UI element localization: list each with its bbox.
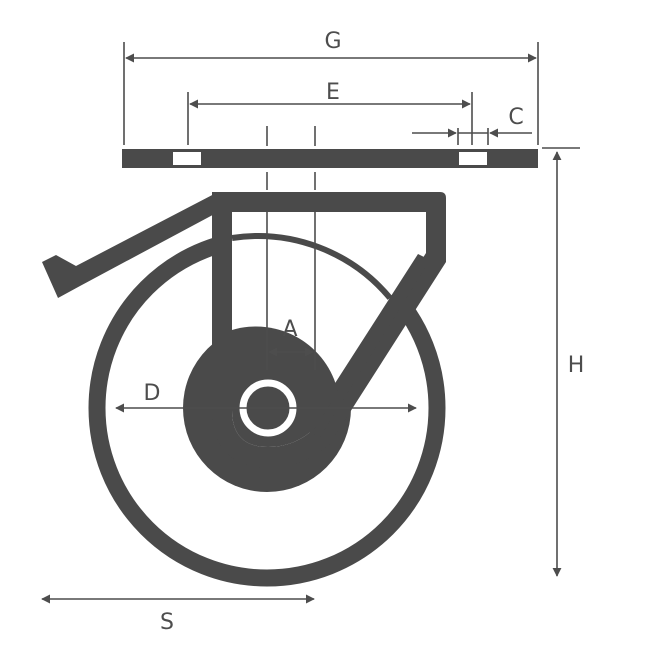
bolt-hole-left — [173, 152, 201, 165]
dimension-g — [123, 42, 539, 145]
dimension-h — [542, 147, 580, 577]
bolt-hole-right — [459, 152, 487, 165]
dimension-c — [412, 128, 532, 145]
label-c: C — [508, 105, 523, 130]
swivel-center-lines — [266, 126, 316, 370]
top-plate — [122, 149, 538, 168]
label-a: A — [282, 317, 297, 342]
label-e: E — [326, 80, 340, 105]
label-h: H — [568, 353, 585, 378]
brake-lever — [42, 192, 222, 298]
label-g: G — [324, 29, 341, 54]
label-d: D — [144, 381, 161, 406]
dimension-e — [187, 92, 473, 145]
tire-arc-inner — [231, 233, 393, 300]
label-s: S — [160, 610, 174, 635]
